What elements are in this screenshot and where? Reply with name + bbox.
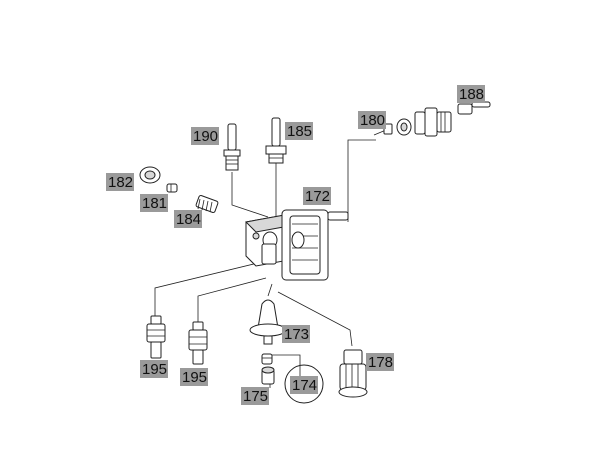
callout-195-left: 195	[140, 360, 168, 378]
part-173-filter	[249, 299, 287, 345]
callout-195-left-text: 195	[142, 361, 167, 378]
callout-178-text: 178	[368, 354, 393, 371]
callout-173: 173	[282, 325, 310, 343]
part-188-assembly	[396, 101, 491, 137]
callout-188: 188	[457, 85, 485, 103]
callout-185: 185	[285, 122, 313, 140]
callout-195-right: 195	[180, 368, 208, 386]
part-195-left-fitting	[146, 315, 166, 359]
part-172-main-block	[244, 209, 349, 281]
callout-195-right-text: 195	[182, 369, 207, 386]
part-174-fitting	[261, 353, 324, 404]
callout-178: 178	[366, 353, 394, 371]
callout-173-text: 173	[284, 326, 309, 343]
leader-lines	[154, 139, 376, 388]
callout-181-text: 181	[142, 195, 167, 212]
callout-184: 184	[174, 210, 202, 228]
callout-175: 175	[241, 387, 269, 405]
part-185-connector	[265, 117, 287, 164]
part-195-right-fitting	[188, 321, 208, 365]
callout-190-text: 190	[193, 128, 218, 145]
part-178-cap	[338, 349, 368, 398]
part-190-connector	[223, 123, 241, 171]
callout-188-text: 188	[459, 86, 484, 103]
callout-181: 181	[140, 194, 168, 212]
callout-174: 174	[290, 376, 318, 394]
callout-180-text: 180	[360, 112, 385, 129]
callout-184-text: 184	[176, 211, 201, 228]
callout-175-text: 175	[243, 388, 268, 405]
part-175-cap	[261, 366, 275, 385]
callout-182-text: 182	[108, 174, 133, 191]
callout-182: 182	[106, 173, 134, 191]
callout-180: 180	[358, 111, 386, 129]
part-182-nut	[139, 166, 161, 184]
part-181-fitting	[166, 183, 178, 193]
callout-174-text: 174	[292, 377, 317, 394]
callout-172: 172	[303, 187, 331, 205]
part-184-fitting	[195, 195, 219, 213]
callout-190: 190	[191, 127, 219, 145]
callout-185-text: 185	[287, 123, 312, 140]
callout-172-text: 172	[305, 188, 330, 205]
